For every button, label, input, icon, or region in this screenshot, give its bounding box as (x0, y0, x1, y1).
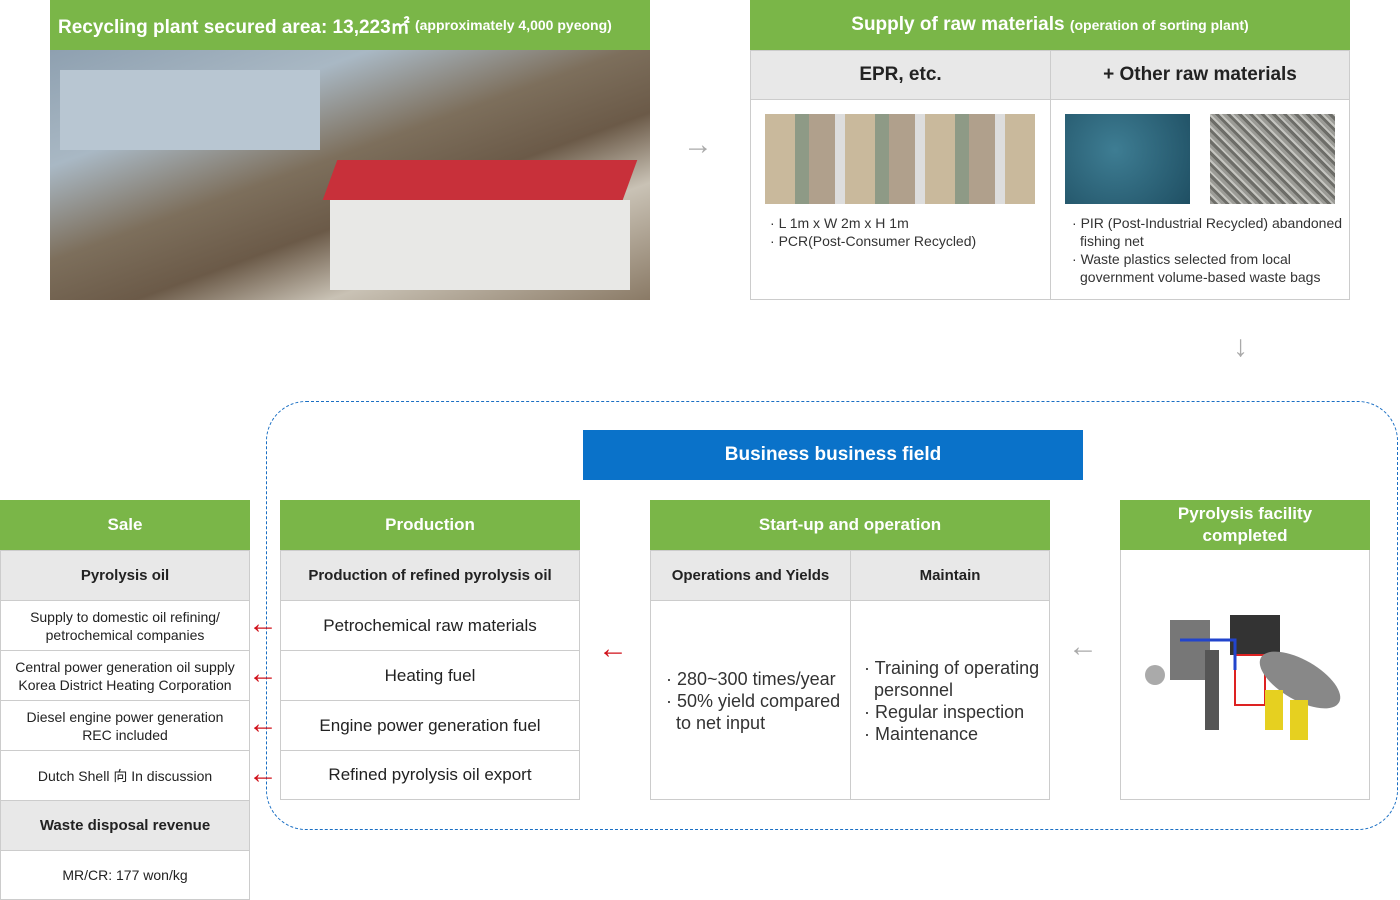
pyrolysis-facility-image (1145, 615, 1341, 740)
supply-col2-list: · PIR (Post-Industrial Recycled) abandon… (1070, 214, 1348, 286)
supply-col2-header: + Other raw materials (1050, 50, 1350, 100)
production-row: Engine power generation fuel (280, 701, 580, 751)
supply-col1-header: EPR, etc. (750, 50, 1051, 100)
startup-col1-header: Operations and Yields (650, 550, 851, 601)
plant-title-note: (approximately 4,000 pyeong) (414, 17, 612, 33)
arrow-left-red-icon: ← (248, 707, 278, 740)
supply-col1-list: · L 1m x W 2m x H 1m · PCR(Post-Consumer… (768, 214, 1043, 250)
production-header: Production (280, 500, 580, 550)
facility-body (1120, 550, 1370, 800)
plant-header: Recycling plant secured area: 13,223㎡ (a… (50, 0, 650, 50)
list-item: · Regular inspection (864, 702, 1025, 722)
sale-header: Sale (0, 500, 250, 550)
business-field-banner: Business business field (583, 430, 1083, 480)
list-item: · Waste plastics selected from local gov… (1072, 251, 1321, 285)
divider (850, 600, 851, 800)
fishing-net-photo (1065, 114, 1190, 204)
supply-title: Supply of raw materials (851, 14, 1065, 35)
list-item: · Maintenance (864, 724, 979, 744)
sale-row: Supply to domestic oil refining/ petroch… (0, 601, 250, 651)
startup-col2-list: · Training of operating personnel · Regu… (862, 657, 1048, 745)
sale-row: Central power generation oil supply Kore… (0, 651, 250, 701)
list-item: · 280~300 times/year (666, 669, 836, 689)
production-row: Refined pyrolysis oil export (280, 751, 580, 800)
startup-header: Start-up and operation (650, 500, 1050, 550)
facility-header: Pyrolysis facility completed (1120, 500, 1370, 550)
sale-row: Dutch Shell 向 In discussion (0, 751, 250, 801)
list-item: · PCR(Post-Consumer Recycled) (770, 233, 977, 249)
list-item: · Training of operating personnel (864, 658, 1040, 700)
waste-plastic-photo (1210, 114, 1335, 204)
arrow-down-icon: ↓ (1233, 330, 1248, 363)
startup-col1-list: · 280~300 times/year · 50% yield compare… (664, 668, 850, 734)
arrow-left-red-icon: ← (248, 757, 278, 790)
plant-photo (50, 50, 650, 300)
supply-header: Supply of raw materials (operation of so… (750, 0, 1350, 50)
production-sub: Production of refined pyrolysis oil (280, 550, 580, 601)
supply-title-note: (operation of sorting plant) (1069, 17, 1249, 33)
arrow-left-icon: ← (1068, 630, 1098, 663)
business-field-frame (266, 401, 1398, 830)
production-table: Production Production of refined pyrolys… (280, 500, 580, 800)
production-row: Petrochemical raw materials (280, 601, 580, 651)
arrow-left-red-icon: ← (248, 607, 278, 640)
arrow-left-red-icon: ← (248, 657, 278, 690)
plant-title: Recycling plant secured area: 13,223㎡ (58, 16, 410, 38)
sale-table: Sale Pyrolysis oil Supply to domestic oi… (0, 500, 250, 900)
list-item: · L 1m x W 2m x H 1m (770, 215, 909, 231)
production-row: Heating fuel (280, 651, 580, 701)
divider (1050, 99, 1051, 300)
arrow-left-red-icon: ← (598, 632, 628, 665)
sale-revenue: MR/CR: 177 won/kg (0, 851, 250, 900)
arrow-right-icon: → (683, 128, 713, 161)
startup-col2-header: Maintain (850, 550, 1050, 601)
list-item: · PIR (Post-Industrial Recycled) abandon… (1072, 215, 1343, 249)
sale-row: Diesel engine power generation REC inclu… (0, 701, 250, 751)
bales-photo (765, 114, 1035, 204)
sale-sub-pyrolysis: Pyrolysis oil (0, 550, 250, 601)
sale-sub-waste: Waste disposal revenue (0, 801, 250, 851)
list-item: · 50% yield compared to net input (666, 691, 841, 733)
